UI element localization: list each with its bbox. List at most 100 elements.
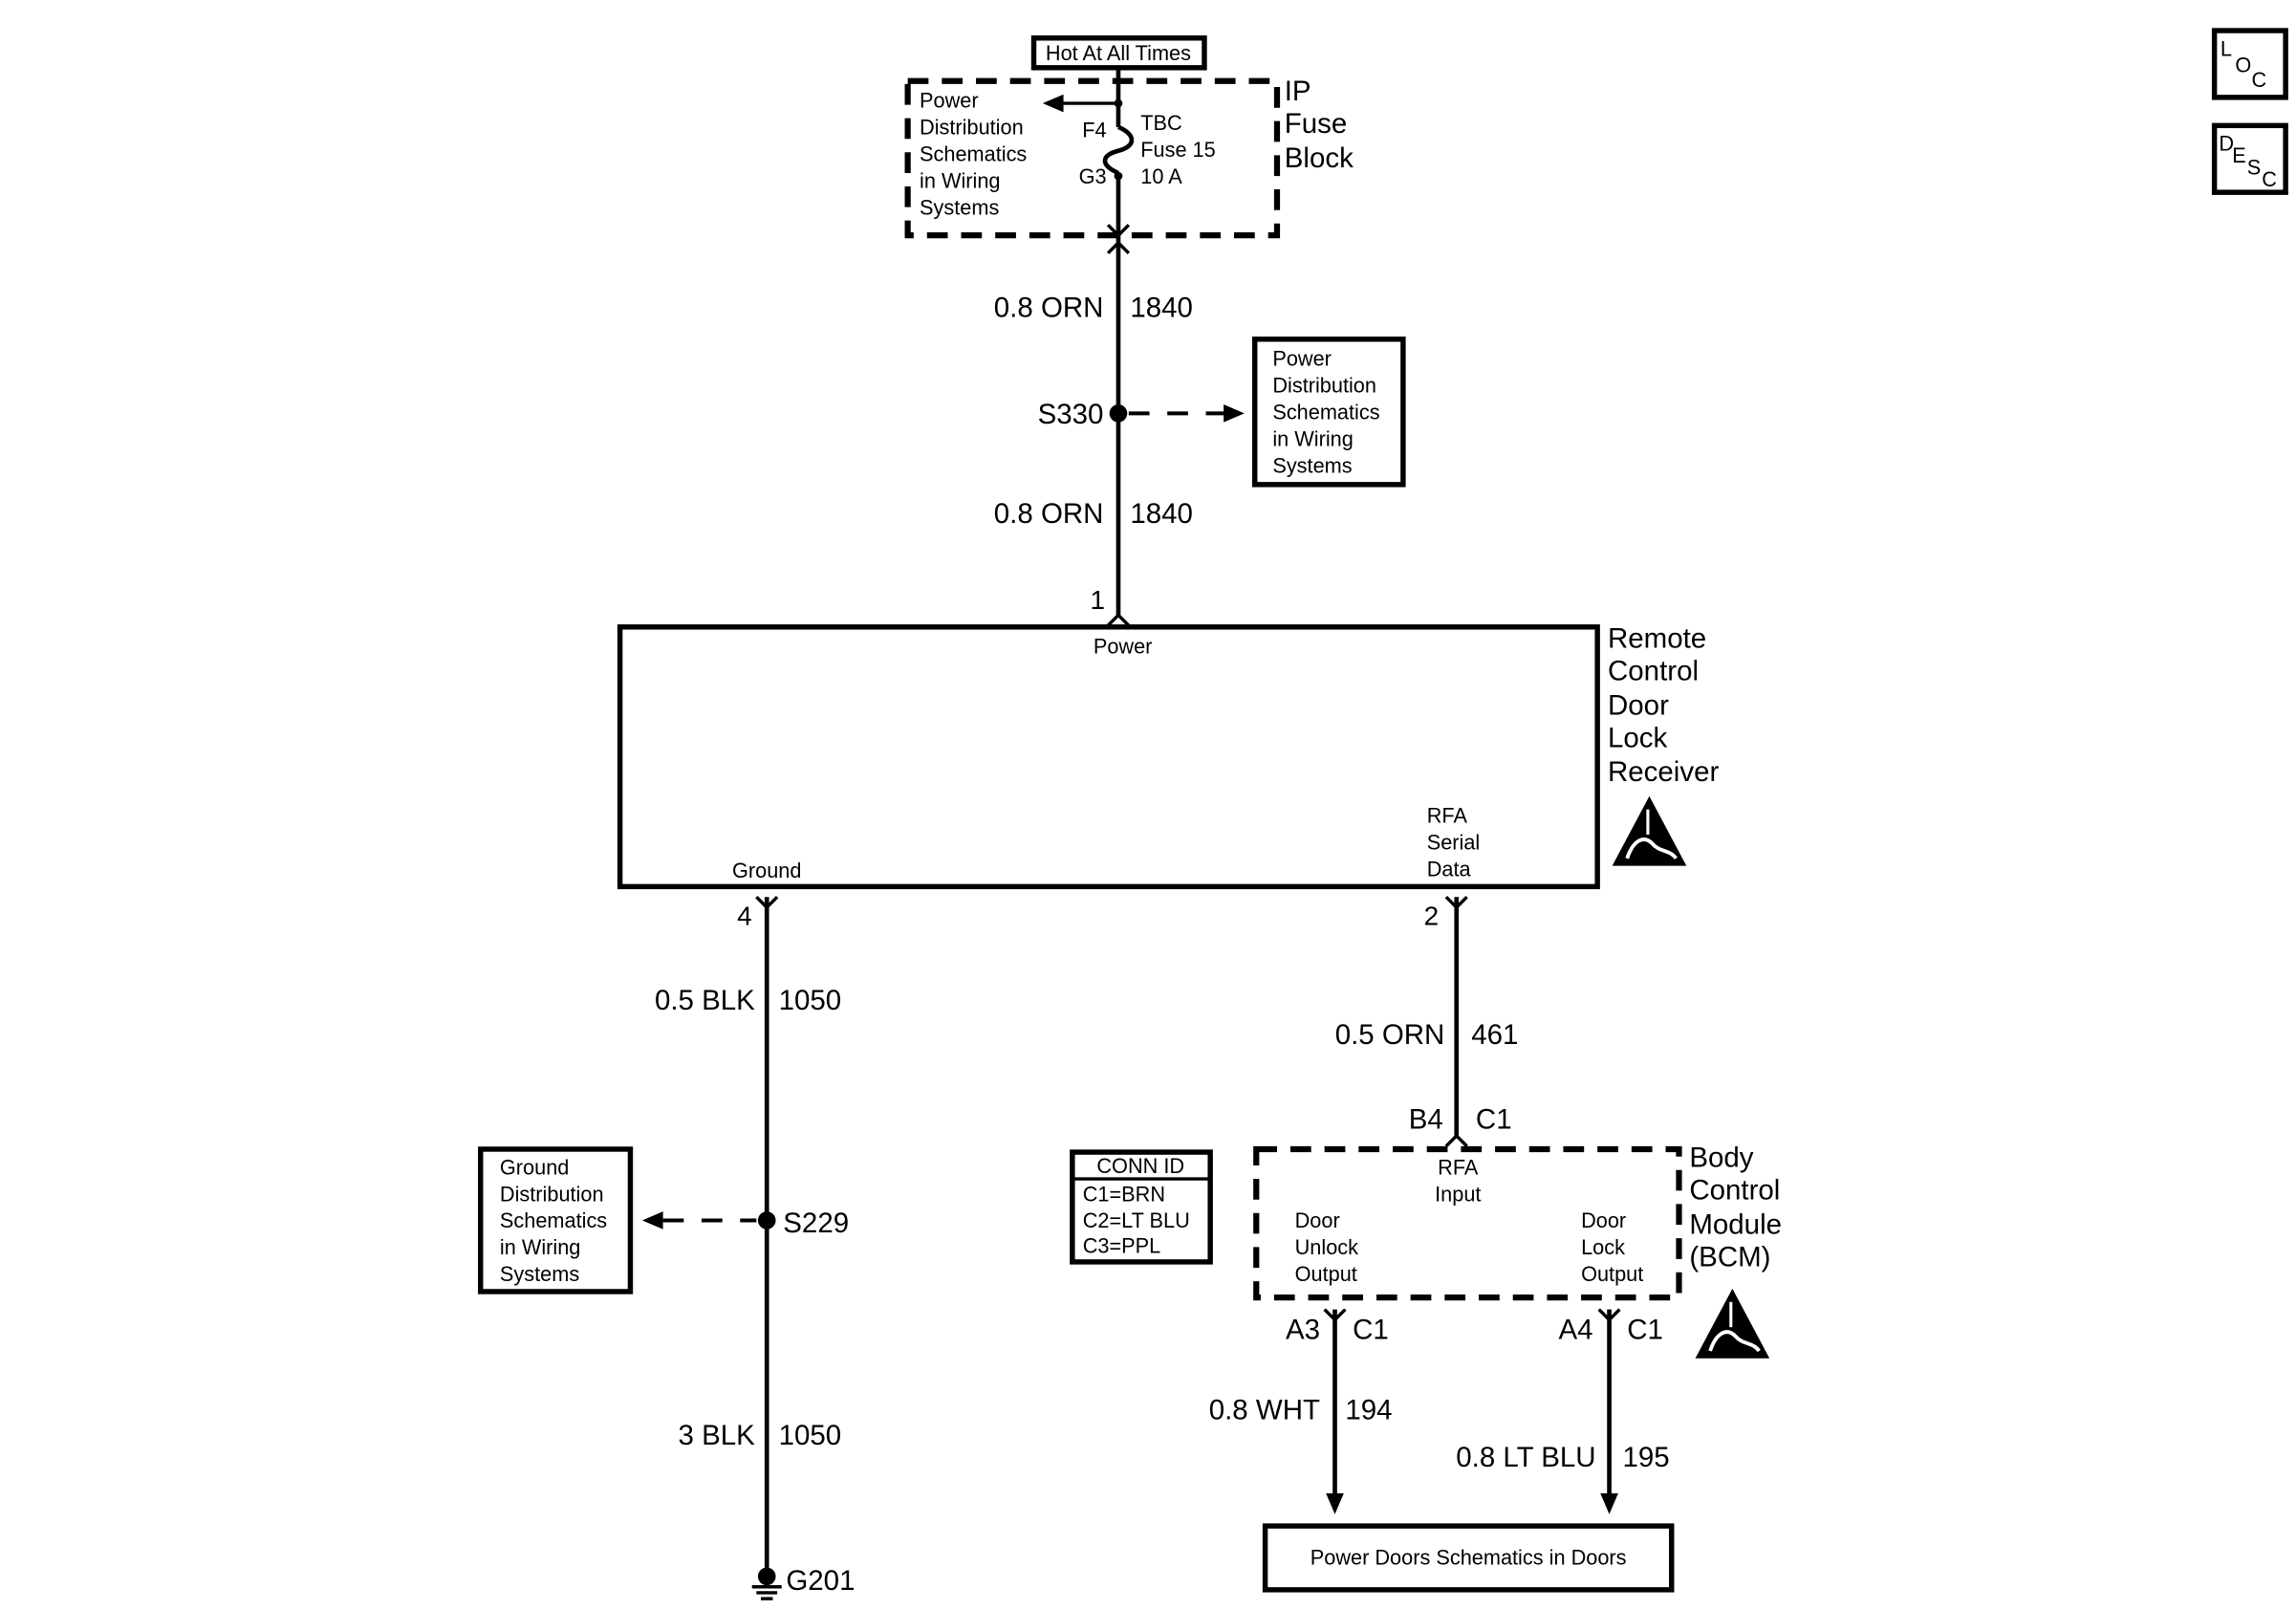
connector-c1-label: C1	[1476, 1103, 1512, 1135]
fuse-block-outline	[904, 77, 1281, 239]
fuse-icon	[1102, 124, 1135, 176]
svg-text:Remote: Remote	[1608, 623, 1706, 655]
splice-icon	[757, 1211, 776, 1229]
hot-at-all-times-box	[1030, 35, 1207, 71]
pin-1: 1	[1090, 585, 1105, 615]
circuit-number-label: 195	[1623, 1442, 1670, 1473]
connector-chevron-icon	[1444, 1133, 1468, 1148]
svg-text:G201: G201	[786, 1565, 855, 1597]
connector-chevron-icon	[1106, 612, 1131, 627]
svg-text:Distribution: Distribution	[500, 1182, 604, 1206]
svg-text:TBC: TBC	[1140, 111, 1181, 135]
svg-text:Input: Input	[1435, 1182, 1481, 1206]
arrow-left-icon	[1042, 94, 1064, 113]
svg-text:Receiver: Receiver	[1608, 756, 1719, 788]
arrow-down-icon	[1600, 1492, 1618, 1514]
svg-text:Data: Data	[1427, 857, 1472, 881]
svg-text:C: C	[2262, 167, 2277, 191]
svg-text:in Wiring: in Wiring	[500, 1235, 580, 1259]
svg-text:(BCM): (BCM)	[1689, 1242, 1770, 1273]
circuit-number-label: 1050	[779, 985, 842, 1016]
esd-warning-icon	[1612, 795, 1687, 866]
conn-id-row: C2=LT BLU	[1083, 1208, 1190, 1232]
svg-text:Schematics: Schematics	[500, 1208, 607, 1232]
wire-gauge-label: 0.5 BLK	[655, 985, 755, 1016]
svg-text:L: L	[2220, 36, 2232, 60]
circuit-number-label: 1050	[779, 1420, 842, 1451]
svg-text:Distribution: Distribution	[920, 116, 1024, 140]
svg-text:Ground: Ground	[500, 1155, 569, 1179]
svg-text:Door: Door	[1581, 1208, 1626, 1232]
wire-gauge-label: 0.8 ORN	[994, 498, 1104, 530]
svg-text:Module: Module	[1689, 1208, 1782, 1240]
pin-g3: G3	[1079, 164, 1107, 188]
pin-b4: B4	[1409, 1103, 1443, 1135]
fuse-ref-text: Power Distribution Schematics in Wiring …	[920, 89, 1027, 220]
pin-f4: F4	[1082, 119, 1106, 142]
svg-text:D: D	[2219, 132, 2234, 156]
hot-at-all-times-label: Hot At All Times	[1046, 41, 1191, 65]
circuit-number-label: 461	[1471, 1019, 1518, 1051]
svg-text:Systems: Systems	[920, 195, 999, 219]
wire-gauge-label: 3 BLK	[679, 1420, 756, 1451]
svg-text:Control: Control	[1608, 656, 1699, 687]
svg-text:Door: Door	[1608, 689, 1669, 721]
ip-fuse-block: Hot At All Times Power Distribution Sche…	[904, 35, 1354, 239]
svg-text:Power: Power	[920, 89, 979, 113]
svg-text:S: S	[2247, 156, 2262, 180]
connector-chevron-icon	[1106, 240, 1131, 254]
splice-icon	[1109, 404, 1128, 423]
esd-warning-icon	[1695, 1288, 1770, 1359]
ground-label: Ground	[732, 859, 801, 882]
receiver-box	[617, 624, 1600, 890]
svg-text:C: C	[2251, 68, 2266, 92]
svg-text:in Wiring: in Wiring	[1272, 426, 1353, 450]
connector-chevron-icon	[1106, 224, 1131, 238]
ground-icon	[751, 1585, 782, 1600]
conn-id-row: C1=BRN	[1083, 1182, 1165, 1206]
loc-icon[interactable]: L O C	[2211, 28, 2288, 100]
svg-text:O: O	[2235, 53, 2251, 76]
wire-gauge-label: 0.8 LT BLU	[1456, 1442, 1595, 1473]
svg-text:Fuse 15: Fuse 15	[1140, 138, 1215, 162]
pin-a3: A3	[1286, 1315, 1320, 1346]
svg-text:S330: S330	[1038, 399, 1104, 430]
svg-text:Systems: Systems	[500, 1262, 579, 1286]
pin-a4: A4	[1558, 1315, 1592, 1346]
svg-text:10 A: 10 A	[1140, 164, 1182, 188]
conn-id-row: C3=PPL	[1083, 1234, 1161, 1258]
power-doors-label: Power Doors Schematics in Doors	[1310, 1545, 1627, 1569]
desc-icon[interactable]: D E S C	[2211, 122, 2288, 195]
pin-4: 4	[737, 902, 752, 931]
connector-c1-label: C1	[1353, 1315, 1389, 1346]
circuit-number-label: 1840	[1130, 498, 1193, 530]
bcm-outline	[1253, 1145, 1682, 1301]
svg-text:Body: Body	[1689, 1142, 1753, 1174]
svg-text:Output: Output	[1581, 1262, 1643, 1286]
svg-text:Lock: Lock	[1608, 722, 1668, 753]
ground-g201: G201	[751, 1565, 855, 1600]
conn-id-title: CONN ID	[1096, 1154, 1184, 1178]
svg-text:RFA: RFA	[1427, 804, 1468, 828]
power-distribution-ref-box	[1252, 337, 1406, 488]
splice-s330: S330 Power Distribution Schematics in Wi…	[1038, 337, 1406, 488]
svg-text:Distribution: Distribution	[1272, 374, 1376, 398]
connector-c1-label: C1	[1627, 1315, 1663, 1346]
remote-control-door-lock-receiver: Power Ground RFA Serial Data Remote Cont…	[617, 623, 1719, 890]
ground-distribution-ref-box	[478, 1146, 634, 1295]
pin-2: 2	[1424, 902, 1440, 931]
svg-text:Serial: Serial	[1427, 831, 1481, 855]
svg-text:IP: IP	[1285, 76, 1311, 107]
svg-text:S229: S229	[783, 1208, 849, 1239]
svg-text:Door: Door	[1295, 1208, 1340, 1232]
svg-text:RFA: RFA	[1438, 1155, 1479, 1179]
svg-text:Fuse: Fuse	[1285, 108, 1348, 140]
arrow-right-icon	[1224, 404, 1245, 423]
svg-text:E: E	[2232, 143, 2246, 167]
arrow-left-icon	[641, 1211, 663, 1229]
svg-text:Unlock: Unlock	[1295, 1235, 1359, 1259]
svg-text:Systems: Systems	[1272, 453, 1352, 477]
svg-text:Output: Output	[1295, 1262, 1357, 1286]
wire-gauge-label: 0.8 ORN	[994, 292, 1104, 323]
